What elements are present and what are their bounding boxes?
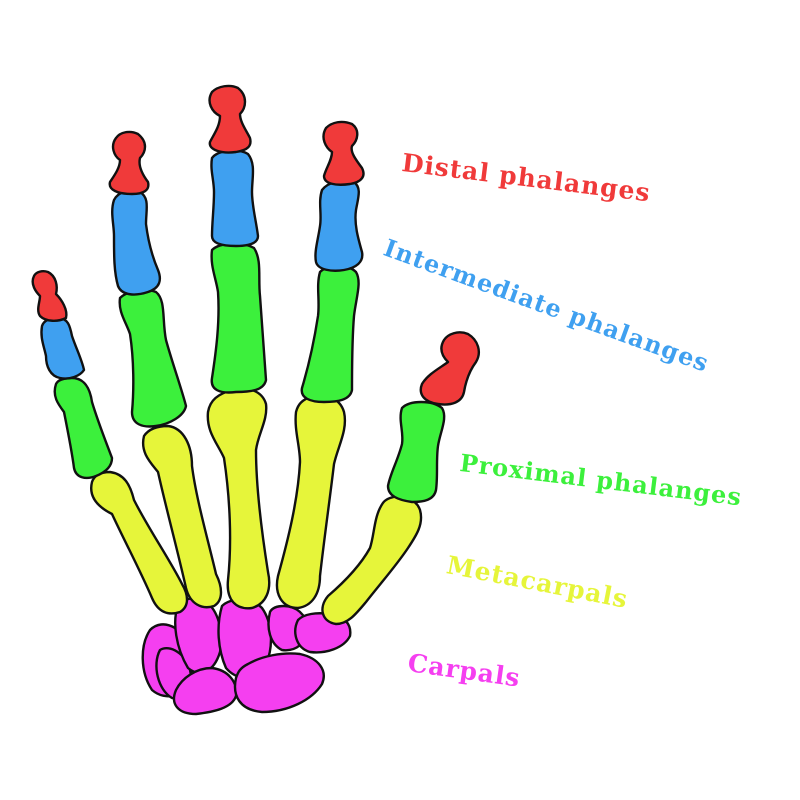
- proximal-phalanx-middle: [210, 242, 268, 394]
- metacarpal-little: [90, 470, 189, 615]
- intermediate-phalanx-middle: [210, 149, 260, 248]
- intermediate-phalanx-ring: [111, 189, 162, 296]
- metacarpal-thumb: [321, 495, 423, 626]
- distal-phalanx-ring: [108, 130, 150, 196]
- intermediate-phalanx-index: [314, 179, 364, 272]
- metacarpal-index: [275, 393, 347, 610]
- proximal-phalanges-group: [53, 242, 446, 504]
- metacarpal-ring: [141, 424, 223, 609]
- distal-phalanges-group: [31, 84, 480, 406]
- metacarpals-group: [90, 387, 423, 626]
- carpals-group: [141, 597, 352, 716]
- carpal-bone: [233, 652, 325, 714]
- intermediate-phalanx-little: [40, 316, 86, 380]
- proximal-phalanx-little: [53, 376, 114, 480]
- distal-phalanx-little: [31, 270, 68, 322]
- proximal-phalanx-ring: [118, 288, 188, 428]
- proximal-phalanx-thumb: [386, 400, 446, 504]
- distal-phalanx-index: [322, 120, 365, 186]
- distal-phalanx-thumb: [419, 331, 480, 406]
- proximal-phalanx-index: [300, 264, 360, 404]
- intermediate-phalanges-group: [40, 149, 364, 380]
- distal-phalanx-middle: [208, 84, 252, 154]
